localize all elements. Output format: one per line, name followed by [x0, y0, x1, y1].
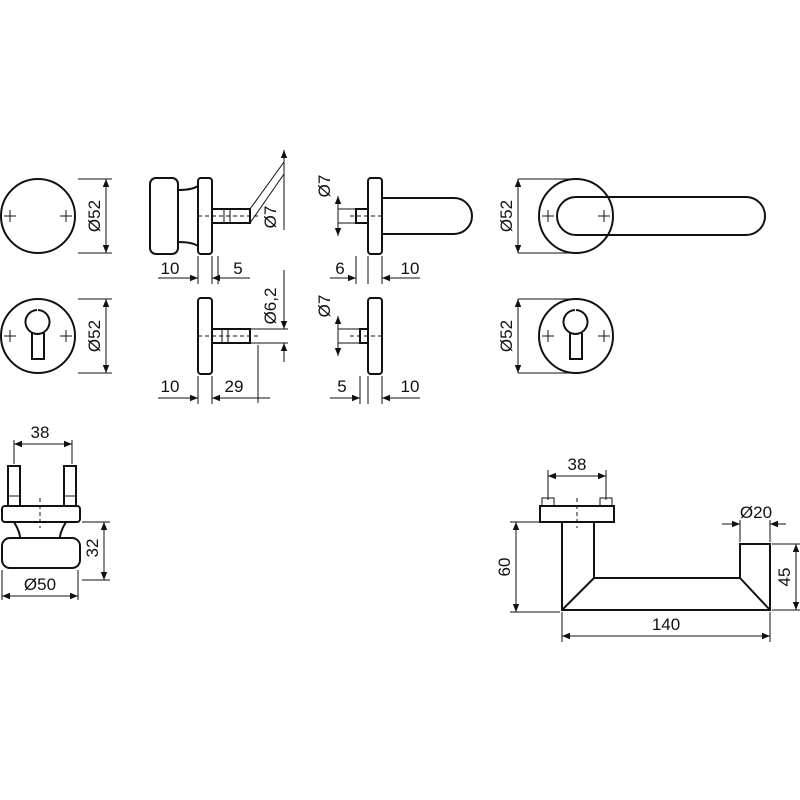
- lever-offset-dimension: 6 10: [330, 256, 420, 284]
- cylinder-screw-dimension: 10 29: [158, 345, 270, 404]
- knob-height-dimension: 32: [82, 521, 110, 581]
- cyl-rose-dia-right-label: Ø52: [497, 320, 516, 352]
- lever-drop-dimension: 45: [772, 543, 800, 611]
- lever-length-dimension: 140: [561, 612, 771, 642]
- lever-height-dimension: 60: [495, 521, 560, 613]
- lever-plate-label: 10: [401, 259, 420, 278]
- lever-side-view: Ø7: [315, 175, 473, 255]
- rose-dia-label: Ø52: [85, 200, 104, 232]
- lever-length-label: 140: [652, 615, 680, 634]
- knob-section-view: 38: [1, 423, 81, 569]
- rose-dia-right-label: Ø52: [497, 200, 516, 232]
- knob-dia-label: Ø50: [24, 575, 56, 594]
- cyl-screw-dia-label: Ø6,2: [261, 288, 280, 325]
- knob-spindle-dimension: Ø7: [261, 150, 288, 230]
- lever-spindle-label: Ø7: [315, 175, 334, 198]
- knob-pin-label: 5: [233, 259, 242, 278]
- knob-plate-dimension: 10 5: [158, 256, 250, 284]
- cyl-rose-dia-label: Ø52: [85, 320, 104, 352]
- knob-height-label: 32: [83, 539, 102, 558]
- lever-front-view: Ø52: [497, 178, 766, 254]
- lever-offset-label: 6: [335, 259, 344, 278]
- rose-dia-dimension: Ø52: [78, 178, 112, 254]
- cyl-spindle-label: Ø7: [315, 295, 334, 318]
- cylinder-offset-dimension: 5 10: [330, 376, 420, 404]
- knob-dia-dimension: Ø50: [1, 570, 79, 600]
- knob-spindle-label: Ø7: [261, 206, 280, 229]
- lever-height-label: 60: [495, 558, 514, 577]
- cyl-plate2-label: 10: [401, 377, 420, 396]
- rose-round-front-view: [0, 178, 76, 254]
- cylinder-plate-side-view: Ø7: [315, 295, 383, 375]
- cylinder-rose-dia-dimension: Ø52: [78, 298, 112, 374]
- cyl-plate-label: 10: [161, 377, 180, 396]
- cylinder-rose-front-right-view: Ø52: [497, 298, 614, 374]
- lever-drop-label: 45: [775, 568, 794, 587]
- lever-bar-dia-label: Ø20: [740, 503, 772, 522]
- knob-bolt-spacing-label: 38: [31, 423, 50, 442]
- cyl-screw-len-label: 29: [225, 377, 244, 396]
- cylinder-rose-front-view: [0, 298, 76, 374]
- lever-section-view: 38: [539, 455, 771, 611]
- cyl-offset-label: 5: [337, 377, 346, 396]
- knob-side-view: [149, 161, 285, 255]
- lever-bar-dimension: Ø20: [722, 503, 786, 542]
- lever-bolt-spacing-label: 38: [568, 455, 587, 474]
- knob-plate-label: 10: [161, 259, 180, 278]
- cylinder-screw-side-view: Ø6,2: [197, 270, 288, 375]
